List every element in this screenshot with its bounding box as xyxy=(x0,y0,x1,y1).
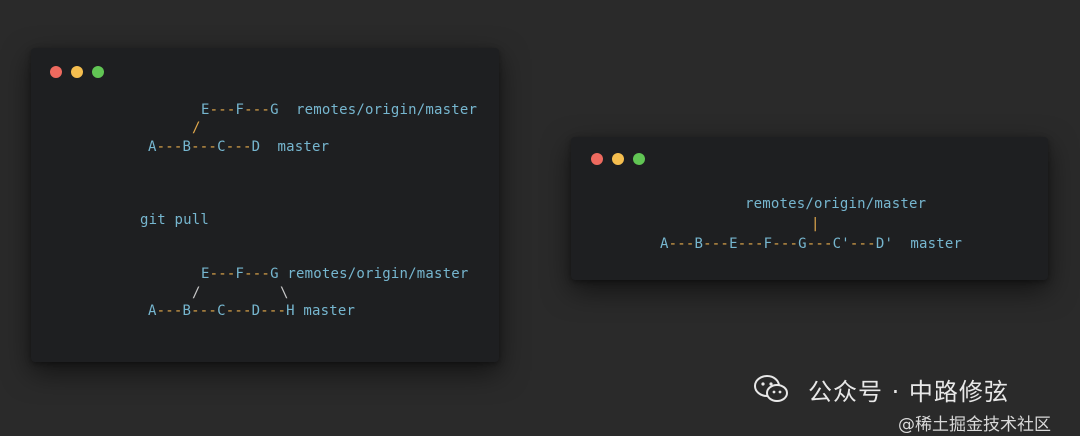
commit-node: F xyxy=(235,266,245,282)
commit-node: D xyxy=(251,139,261,155)
branch-label: master xyxy=(303,303,356,319)
branch-label: master xyxy=(910,236,963,252)
fork-slash: / xyxy=(192,120,201,136)
window-controls xyxy=(50,66,104,78)
commit-node: D' xyxy=(875,236,894,252)
commit-node: F xyxy=(763,236,773,252)
close-icon[interactable] xyxy=(591,153,603,165)
remote-branch-label: remotes/origin/master xyxy=(745,196,927,212)
minimize-icon[interactable] xyxy=(71,66,83,78)
commit-node: C' xyxy=(832,236,850,252)
commit-node: H xyxy=(286,303,295,319)
after-remote-branch: E---F---G remotes/origin/master xyxy=(201,266,469,282)
commit-node: F xyxy=(235,102,245,118)
commit-node: D xyxy=(251,303,261,319)
wechat-icon xyxy=(754,375,788,402)
commit-node: C xyxy=(217,303,226,319)
git-pull-command: git pull xyxy=(140,212,210,228)
commit-node: E xyxy=(201,266,210,282)
close-icon[interactable] xyxy=(50,66,62,78)
before-local-branch: A---B---C---D master xyxy=(148,139,330,155)
fork-backslash: \ xyxy=(280,285,289,301)
commit-node: G xyxy=(270,266,279,282)
branch-label: remotes/origin/master xyxy=(287,266,469,282)
commit-node: G xyxy=(270,102,279,118)
commit-node: C xyxy=(217,139,226,155)
window-controls xyxy=(591,153,645,165)
maximize-icon[interactable] xyxy=(92,66,104,78)
git-rebase-result-window: remotes/origin/master | A---B---E---F---… xyxy=(571,137,1048,280)
before-fork-line: / xyxy=(192,120,201,136)
after-fork-right: \ xyxy=(280,285,289,301)
remote-pointer: | xyxy=(811,216,820,232)
commit-node: A xyxy=(148,139,157,155)
commit-node: B xyxy=(182,303,192,319)
after-fork-left: / xyxy=(192,285,201,301)
commit-node: E xyxy=(729,236,738,252)
commit-node: A xyxy=(660,236,669,252)
commit-node: A xyxy=(148,303,157,319)
minimize-icon[interactable] xyxy=(612,153,624,165)
branch-label: master xyxy=(277,139,330,155)
after-local-branch: A---B---C---D---H master xyxy=(148,303,356,319)
commit-node: B xyxy=(694,236,704,252)
git-pull-before-after-window: E---F---G remotes/origin/master / A---B-… xyxy=(31,48,499,362)
before-remote-branch: E---F---G remotes/origin/master xyxy=(201,102,478,118)
pointer-bar: | xyxy=(811,216,820,232)
watermark-title: 公众号 · 中路修弦 xyxy=(808,378,1009,406)
commit-node: G xyxy=(798,236,807,252)
watermark-handle: @稀土掘金技术社区 xyxy=(898,415,1051,435)
fork-slash: / xyxy=(192,285,201,301)
commit-node: E xyxy=(201,102,210,118)
maximize-icon[interactable] xyxy=(633,153,645,165)
rebased-chain: A---B---E---F---G---C'---D' master xyxy=(660,236,963,252)
commit-node: B xyxy=(182,139,192,155)
branch-label: remotes/origin/master xyxy=(295,102,478,118)
